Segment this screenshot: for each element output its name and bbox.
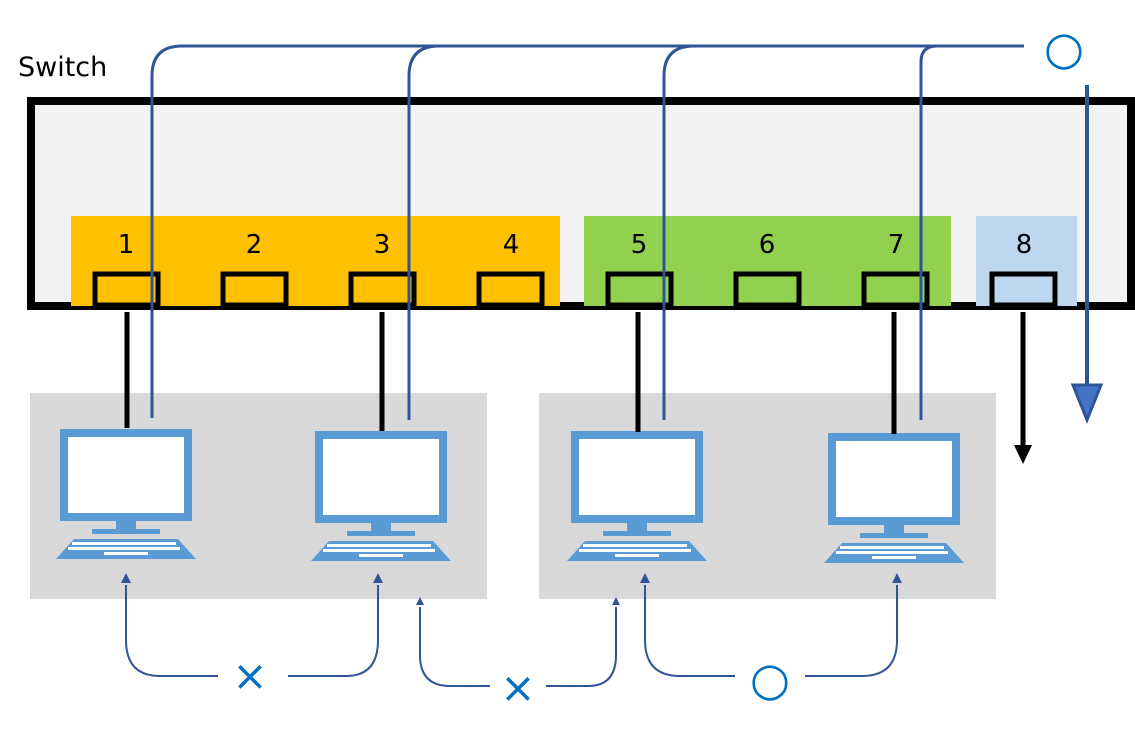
comm-line-a-right: [288, 585, 379, 677]
port-7: [861, 271, 930, 308]
comm-line-b-right: [546, 607, 617, 687]
arrow-icon: [416, 597, 424, 605]
port-4: [476, 271, 545, 308]
port-1: [92, 271, 161, 308]
port-8: [989, 271, 1058, 308]
desktop-computer-icon: [824, 437, 964, 563]
port-number-1: 1: [118, 230, 135, 260]
port-5: [605, 271, 674, 308]
comm-line-c-right: [805, 585, 898, 677]
comm-line-b-left: [419, 607, 490, 687]
port-number-3: 3: [374, 230, 391, 260]
port-number-6: 6: [759, 230, 776, 260]
port-number-8: 8: [1016, 230, 1033, 260]
arrow-icon: [1014, 445, 1032, 464]
port-3: [348, 271, 417, 308]
arrow-icon: [1070, 383, 1104, 425]
desktop-computer-icon: [311, 435, 451, 561]
arrow-icon: [373, 573, 383, 583]
mark-blocked-left: ×: [232, 651, 267, 700]
traffic-line-pc1: [150, 44, 1024, 418]
comm-line-a-left: [125, 585, 218, 677]
mark-blocked-middle: ×: [500, 663, 535, 712]
switch-title: Switch: [18, 52, 107, 83]
port-number-5: 5: [631, 230, 648, 260]
comm-line-c-left: [644, 585, 735, 677]
port-number-7: 7: [888, 230, 905, 260]
arrow-icon: [640, 573, 650, 583]
traffic-line-pc3: [662, 44, 695, 420]
port-number-4: 4: [503, 230, 520, 260]
arrow-icon: [121, 573, 131, 583]
port-number-2: 2: [246, 230, 263, 260]
mark-allowed-right: ○: [750, 652, 790, 706]
traffic-line-pc2: [407, 44, 440, 420]
port-6: [733, 271, 802, 308]
port-2: [220, 271, 289, 308]
mark-top: ○: [1044, 21, 1084, 75]
traffic-line-pc4: [919, 44, 938, 420]
arrow-icon: [612, 597, 620, 605]
desktop-computer-icon: [56, 433, 196, 559]
vlan-group-a: [71, 216, 560, 306]
arrow-icon: [892, 573, 902, 583]
vlan-group-b: [584, 216, 951, 306]
desktop-computer-icon: [567, 435, 707, 561]
